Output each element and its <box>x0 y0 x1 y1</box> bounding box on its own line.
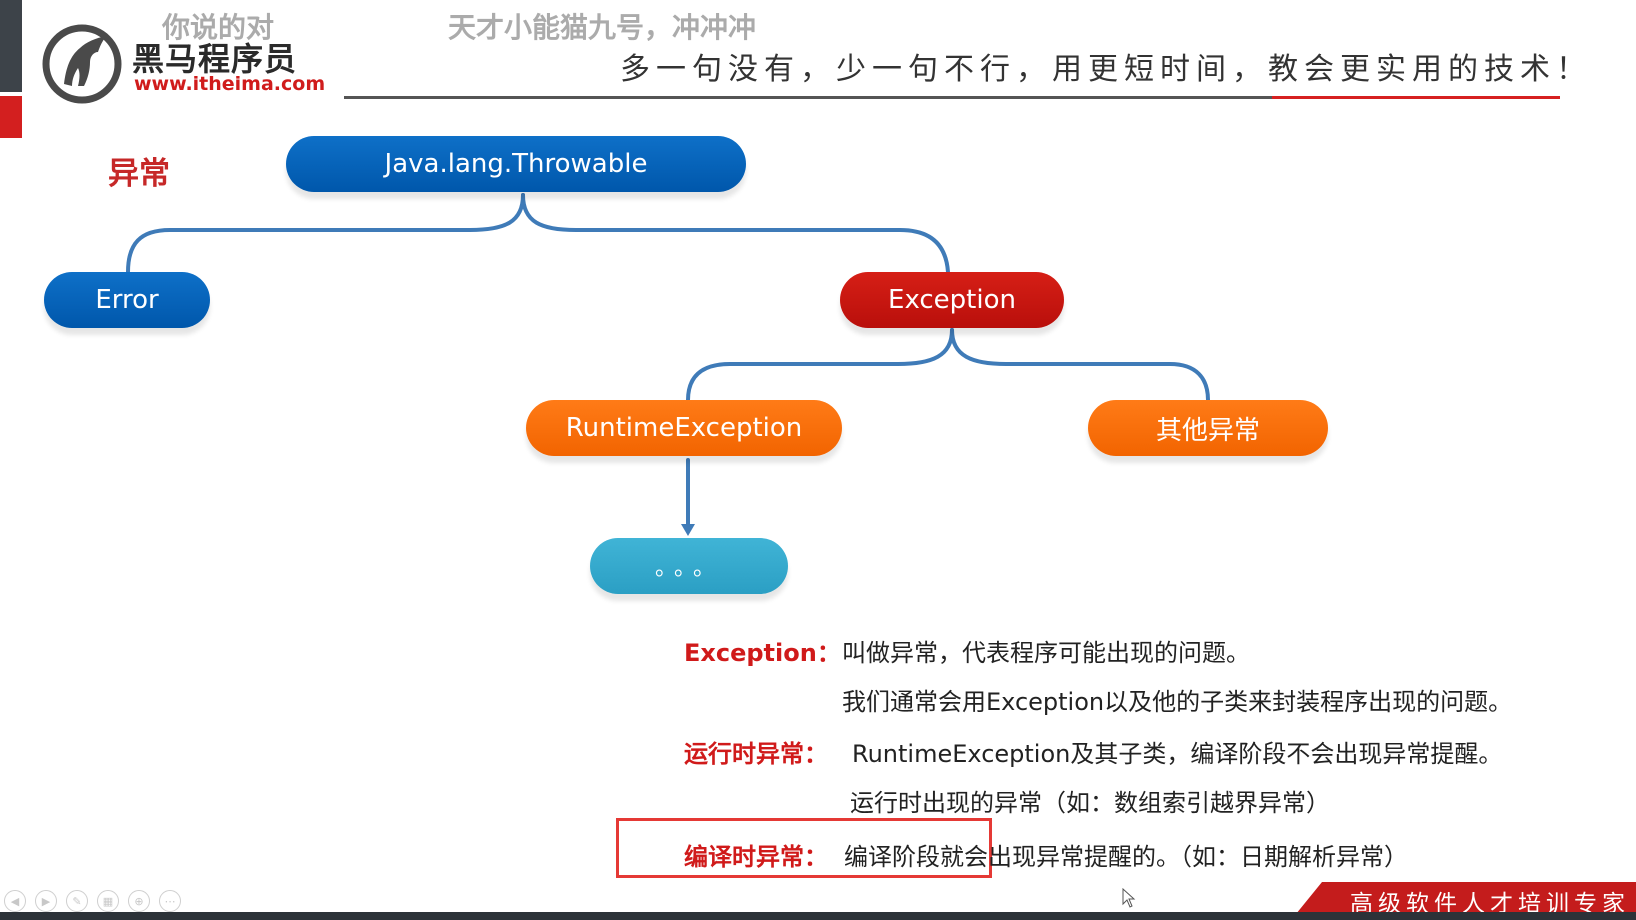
header-slogan: 多一句没有，少一句不行，用更短时间，教会更实用的技术！ <box>620 52 1592 87</box>
horse-logo-icon <box>42 24 122 104</box>
slides-icon[interactable]: ▦ <box>97 890 119 912</box>
label-runtime-exception: 运行时异常： <box>684 740 828 768</box>
danmaku-comment-left: 你说的对 <box>162 11 275 44</box>
exception-desc-line1: 叫做异常，代表程序可能出现的问题。 <box>842 639 1250 667</box>
node-error: Error <box>44 272 210 328</box>
connector-exception-other <box>950 328 1210 402</box>
header-divider <box>344 96 1560 99</box>
logo-website: www.itheima.com <box>134 73 326 95</box>
compile-desc-line1: 编译阶段就会出现异常提醒的。（如：日期解析异常） <box>844 843 1408 871</box>
arrowhead-icon <box>681 524 695 536</box>
mouse-cursor-icon <box>1122 888 1136 908</box>
header-divider-accent <box>1272 96 1560 99</box>
player-controls: ◀ ▶ ✎ ▦ ⊕ ⋯ <box>4 890 181 912</box>
label-compile-exception: 编译时异常： <box>684 843 828 871</box>
compile-highlight-box <box>616 818 992 878</box>
section-title: 异常 <box>108 156 170 192</box>
left-edge-dark-strip <box>0 0 22 92</box>
connector-exception-runtime <box>686 328 954 402</box>
pen-icon[interactable]: ✎ <box>66 890 88 912</box>
left-edge-red-strip <box>0 96 22 138</box>
node-more: 。。。 <box>590 538 788 594</box>
node-other-exceptions: 其他异常 <box>1088 400 1328 456</box>
node-throwable: Java.lang.Throwable <box>286 136 746 192</box>
node-exception: Exception <box>840 272 1064 328</box>
label-exception: Exception： <box>684 639 841 667</box>
runtime-desc-line1: RuntimeException及其子类，编译阶段不会出现异常提醒。 <box>852 740 1503 768</box>
node-runtime-exception: RuntimeException <box>526 400 842 456</box>
previous-icon[interactable]: ◀ <box>4 890 26 912</box>
footer-banner <box>1296 882 1636 914</box>
connector-root-error <box>126 193 525 274</box>
bottom-bar <box>0 912 1636 920</box>
more-options-icon[interactable]: ⋯ <box>159 890 181 912</box>
exception-desc-line2: 我们通常会用Exception以及他的子类来封装程序出现的问题。 <box>842 688 1513 716</box>
next-icon[interactable]: ▶ <box>35 890 57 912</box>
connector-root-exception <box>521 193 950 274</box>
runtime-desc-line2: 运行时出现的异常（如：数组索引越界异常） <box>850 789 1330 817</box>
danmaku-comment-center: 天才小能猫九号，冲冲冲 <box>448 11 757 44</box>
logo-brand-name: 黑马程序员 <box>132 40 298 78</box>
zoom-icon[interactable]: ⊕ <box>128 890 150 912</box>
